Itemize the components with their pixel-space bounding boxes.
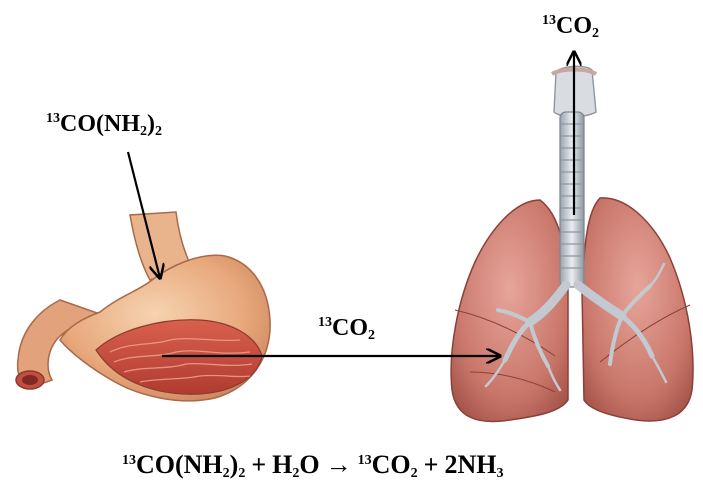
- stomach: [16, 212, 270, 401]
- urea-label: 13CO(NH2)2: [46, 112, 162, 136]
- lungs: [451, 66, 693, 421]
- reaction-equation: 13CO(NH2)2+H2O→13CO2+2NH3: [122, 452, 503, 478]
- co2-exhaled-label: 13CO2: [542, 14, 599, 38]
- reaction-arrow: →: [326, 450, 352, 479]
- co2-transport-label: 13CO2: [318, 316, 375, 340]
